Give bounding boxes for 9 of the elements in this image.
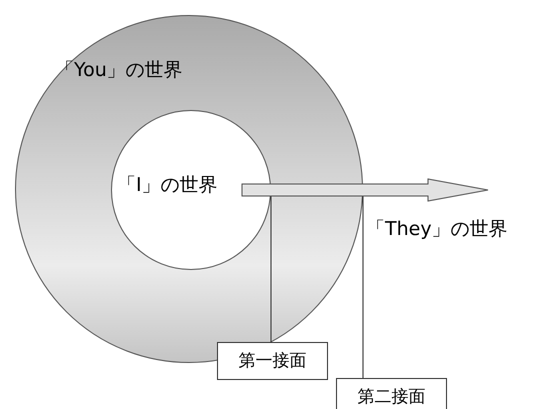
inner-circle bbox=[111, 110, 271, 270]
box-label: 第一接面 bbox=[238, 350, 308, 373]
label-box bbox=[217, 342, 328, 380]
label-box bbox=[336, 378, 447, 409]
circle-label: 「I」の世界 bbox=[117, 174, 218, 197]
circle-label: 「You」の世界 bbox=[55, 59, 183, 82]
block-arrow bbox=[242, 178, 488, 202]
box-label: 第二接面 bbox=[356, 386, 426, 409]
world-label: 「They」の世界 bbox=[366, 218, 508, 241]
